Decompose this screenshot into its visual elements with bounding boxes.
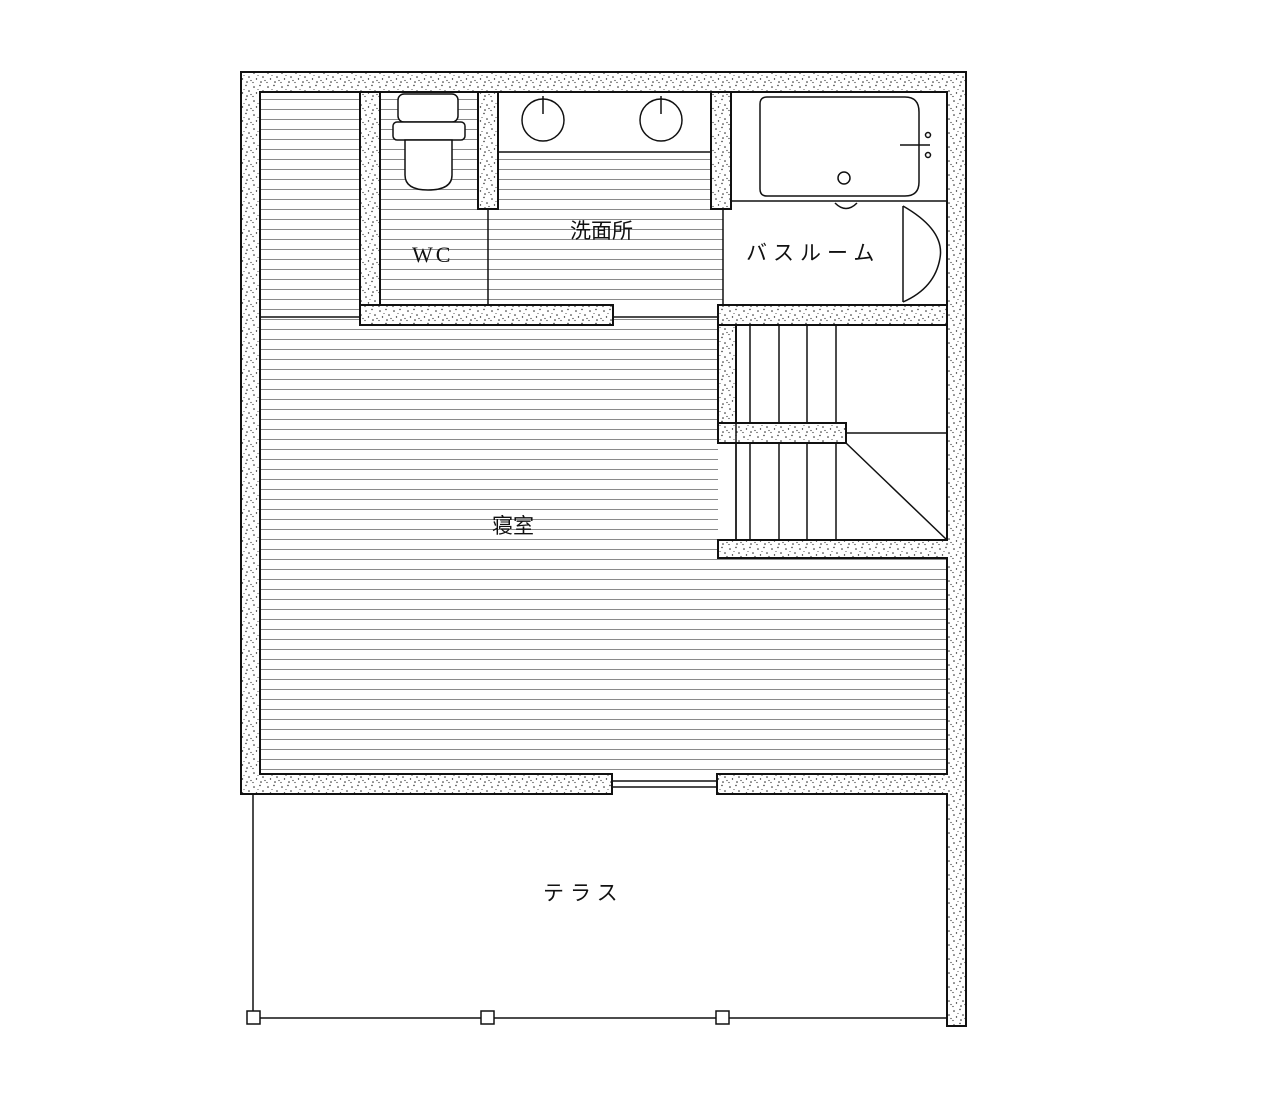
washroom-floor bbox=[488, 152, 723, 305]
bedroom-floor-right bbox=[718, 558, 947, 774]
walls bbox=[240, 71, 967, 1027]
room-label-bedroom: 寝室 bbox=[492, 514, 534, 538]
bath-door-icon bbox=[902, 205, 942, 303]
floor-areas bbox=[260, 92, 947, 774]
room-labels: WC 洗面所 バスルーム 寝室 テラス bbox=[412, 219, 880, 905]
bedroom-terrace-opening bbox=[612, 780, 717, 788]
room-label-bathroom: バスルーム bbox=[746, 241, 880, 265]
washbasin-icon bbox=[521, 96, 683, 142]
wall-stair-outer bbox=[717, 304, 948, 326]
wall-closet-wc bbox=[359, 91, 381, 306]
wall-washroom-bath-stub bbox=[710, 91, 732, 210]
terrace-post-icon bbox=[246, 1010, 261, 1025]
wall-horizontal-upper bbox=[359, 304, 614, 326]
room-label-wc: WC bbox=[412, 242, 453, 267]
toilet-icon bbox=[392, 93, 466, 191]
outer-wall bbox=[240, 71, 967, 1027]
room-label-washroom: 洗面所 bbox=[570, 219, 633, 243]
stair-icon bbox=[735, 324, 948, 541]
wall-wc-washroom-stub bbox=[477, 91, 499, 210]
bedroom-floor bbox=[260, 317, 718, 774]
closet-floor bbox=[260, 92, 360, 317]
room-label-terrace: テラス bbox=[543, 881, 624, 905]
terrace-post-icon bbox=[715, 1010, 730, 1025]
partitions bbox=[260, 151, 947, 318]
bathtub-icon bbox=[759, 96, 932, 210]
terrace-post-icon bbox=[480, 1010, 495, 1025]
wall-stair-landing bbox=[717, 422, 847, 444]
terrace bbox=[246, 794, 947, 1025]
